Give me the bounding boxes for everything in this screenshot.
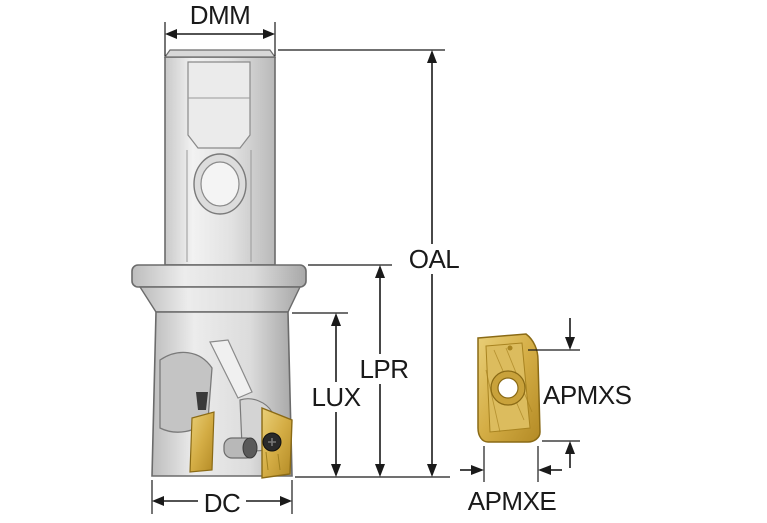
lpr-dimension: LPR [308,264,410,477]
coolant-hole-inner [200,161,240,207]
insert-screw-torx [268,438,276,446]
oal-label: OAL [409,244,460,274]
end-mill-tool [131,49,307,479]
lpr-label: LPR [359,354,408,384]
oal-dimension: OAL [278,49,462,478]
apmxe-label: APMXE [468,486,557,516]
dmm-label: DMM [190,0,251,30]
lux-dimension: LUX [292,312,364,477]
screw-boss-end [242,437,258,459]
body-taper [138,286,302,313]
insert-detail [477,333,541,443]
lux-label: LUX [311,382,360,412]
apmxs-dimension: APMXS [528,318,632,468]
chip-flute-left [159,351,213,433]
chip-pocket-center [209,339,253,399]
insert-groove [265,451,281,471]
insert-mark [507,345,513,351]
shank-chamfer [163,49,277,58]
weldon-flat [187,61,251,149]
dc-dimension: DC [151,480,293,518]
flange [131,264,307,288]
apmxe-dimension: APMXE [460,446,562,516]
apmxs-label: APMXS [543,380,632,410]
dmm-dimension: DMM [164,0,276,56]
insert-hole [497,377,519,399]
dc-label: DC [204,488,241,518]
clamp-wedge [196,392,208,410]
left-insert [189,411,215,473]
